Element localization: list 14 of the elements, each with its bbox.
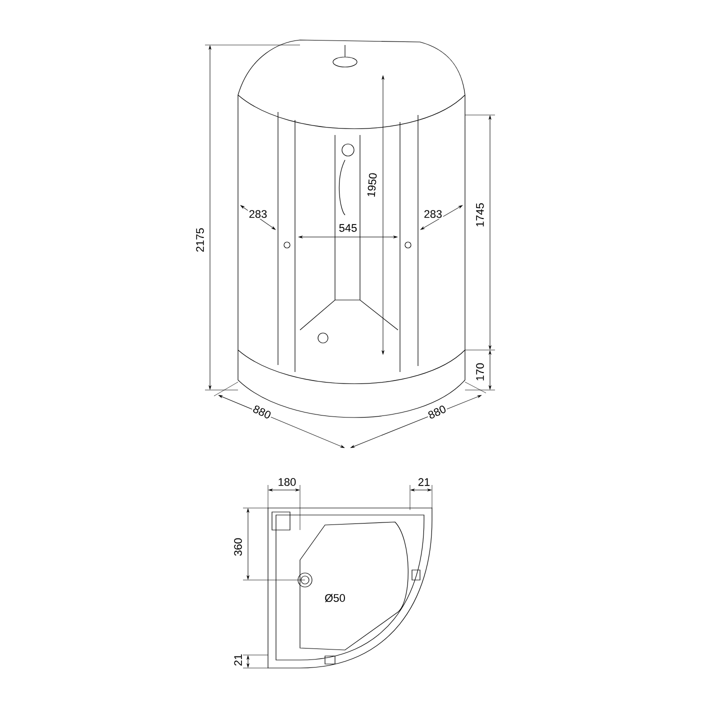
dimension-label: 1950	[366, 171, 378, 199]
dimension-label: 360	[233, 536, 243, 558]
dimension-label: 170	[475, 362, 485, 382]
dimension-label: 21	[233, 652, 243, 668]
dimension-label: 880	[250, 403, 274, 421]
dimension-label: 880	[426, 403, 448, 421]
dimension-label: 283	[422, 209, 444, 219]
dimension-label: 1745	[475, 202, 485, 228]
dimension-label: Ø50	[324, 592, 346, 604]
dimension-label: 180	[276, 477, 298, 487]
dimension-label: 545	[338, 223, 358, 233]
dimension-label: 21	[416, 477, 432, 487]
dimension-label: 283	[248, 209, 268, 219]
dimension-label: 2175	[195, 226, 205, 254]
